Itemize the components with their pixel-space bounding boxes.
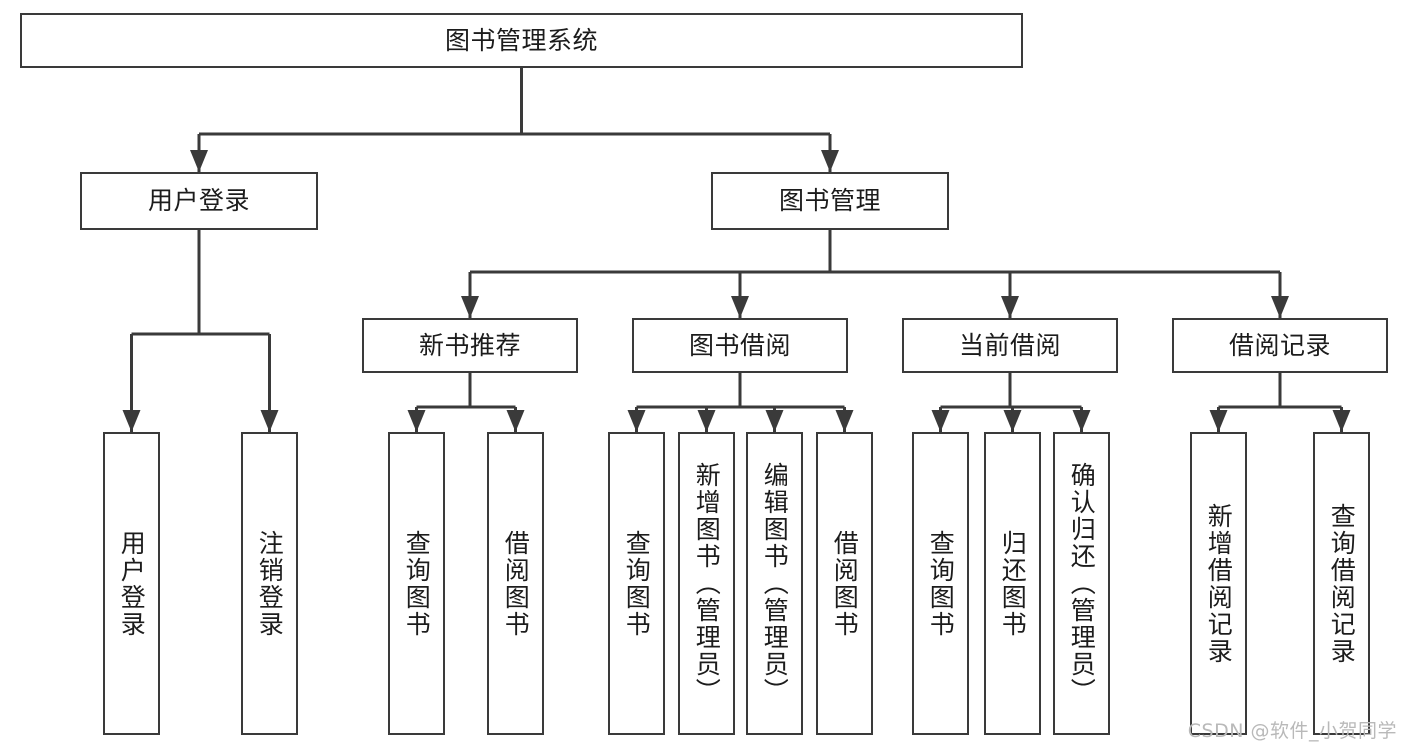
node-label-current-borrow: 当前借阅 (958, 330, 1061, 360)
node-label-user-login: 用户登录 (147, 186, 250, 216)
arrowhead-book-borrow (731, 296, 749, 318)
node-label-br-query-record: 查询借阅记录 (1327, 502, 1357, 665)
node-br-add-record[interactable]: 新增借阅记录 (1190, 432, 1247, 735)
node-user-logout[interactable]: 注销登录 (241, 432, 298, 735)
arrowhead-bb-edit-book (765, 410, 784, 432)
node-new-book-rec[interactable]: 新书推荐 (362, 318, 578, 373)
arrowhead-nbr-query-book (407, 410, 426, 432)
arrowhead-borrow-record (1271, 296, 1289, 318)
arrowhead-current-borrow (1001, 296, 1019, 318)
node-label-bb-add-book: 新增图书（管理员） (692, 462, 722, 705)
arrowhead-cb-return-book (1003, 410, 1022, 432)
node-label-new-book-rec: 新书推荐 (418, 330, 521, 360)
node-label-root: 图书管理系统 (444, 25, 598, 55)
arrowhead-bb-query-book (627, 410, 646, 432)
node-user-login[interactable]: 用户登录 (80, 172, 318, 230)
arrowhead-cb-confirm-return (1072, 410, 1091, 432)
node-nbr-query-book[interactable]: 查询图书 (388, 432, 445, 735)
node-label-cb-return-book: 归还图书 (998, 529, 1028, 638)
node-label-user-logout: 注销登录 (255, 529, 285, 638)
arrowhead-nbr-borrow-book (506, 410, 525, 432)
node-label-user-login-do: 用户登录 (117, 529, 147, 638)
arrowhead-br-add-record (1209, 410, 1228, 432)
node-label-book-borrow: 图书借阅 (688, 330, 791, 360)
node-current-borrow[interactable]: 当前借阅 (902, 318, 1118, 373)
node-root[interactable]: 图书管理系统 (20, 13, 1023, 68)
node-label-bb-query-book: 查询图书 (622, 529, 652, 638)
arrowhead-br-query-record (1332, 410, 1351, 432)
node-cb-confirm-return[interactable]: 确认归还（管理员） (1053, 432, 1110, 735)
node-bb-add-book[interactable]: 新增图书（管理员） (678, 432, 735, 735)
arrowhead-book-manage (821, 150, 839, 172)
node-bb-edit-book[interactable]: 编辑图书（管理员） (746, 432, 803, 735)
node-label-cb-query-book: 查询图书 (926, 529, 956, 638)
node-cb-query-book[interactable]: 查询图书 (912, 432, 969, 735)
node-book-manage[interactable]: 图书管理 (711, 172, 949, 230)
arrowhead-user-login-do (122, 410, 141, 432)
arrowhead-user-login (190, 150, 208, 172)
node-label-nbr-query-book: 查询图书 (402, 529, 432, 638)
node-label-nbr-borrow-book: 借阅图书 (501, 529, 531, 638)
arrowhead-new-book-rec (461, 296, 479, 318)
arrowhead-user-logout (260, 410, 279, 432)
node-label-br-add-record: 新增借阅记录 (1204, 502, 1234, 665)
arrowhead-cb-query-book (931, 410, 950, 432)
node-label-book-manage: 图书管理 (778, 186, 881, 216)
node-label-bb-edit-book: 编辑图书（管理员） (760, 462, 790, 705)
watermark-label: CSDN @软件_小贺同学 (1187, 720, 1397, 742)
node-label-bb-borrow-book: 借阅图书 (830, 529, 860, 638)
node-bb-borrow-book[interactable]: 借阅图书 (816, 432, 873, 735)
node-br-query-record[interactable]: 查询借阅记录 (1313, 432, 1370, 735)
arrowhead-bb-add-book (697, 410, 716, 432)
node-bb-query-book[interactable]: 查询图书 (608, 432, 665, 735)
node-nbr-borrow-book[interactable]: 借阅图书 (487, 432, 544, 735)
node-borrow-record[interactable]: 借阅记录 (1172, 318, 1388, 373)
arrowhead-bb-borrow-book (835, 410, 854, 432)
node-book-borrow[interactable]: 图书借阅 (632, 318, 848, 373)
node-cb-return-book[interactable]: 归还图书 (984, 432, 1041, 735)
node-user-login-do[interactable]: 用户登录 (103, 432, 160, 735)
node-label-cb-confirm-return: 确认归还（管理员） (1067, 462, 1097, 705)
node-label-borrow-record: 借阅记录 (1228, 330, 1331, 360)
